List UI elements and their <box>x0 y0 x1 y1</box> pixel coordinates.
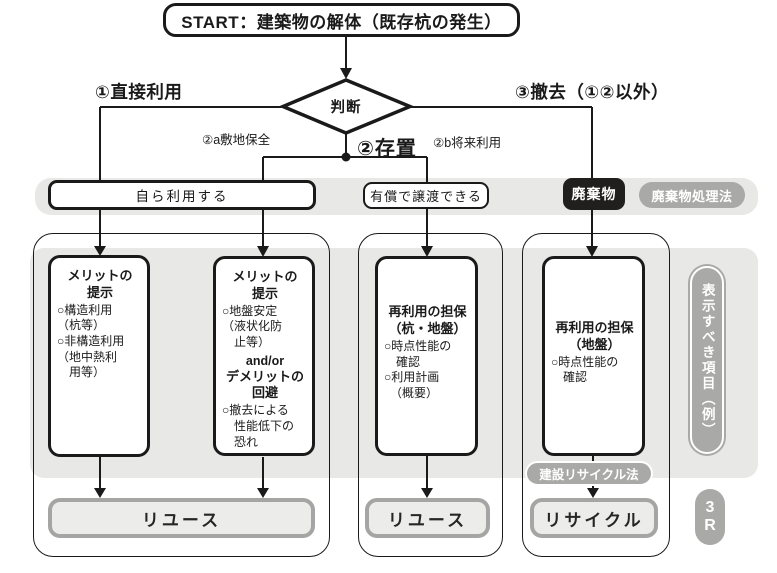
reuse-guarantee-pile-box: 再利用の担保 （杭・地盤） ○時点性能の 確認 ○利用計画 （概要） <box>375 256 478 456</box>
merit-items: ○地盤安定 （液状化防 止等） <box>222 303 283 349</box>
decision-diamond <box>278 78 415 135</box>
arrow-to-reuse-1a <box>94 488 106 498</box>
merit-items: ○構造利用 （杭等） ○非構造利用 （地中熱利 用等） <box>57 302 125 380</box>
branch-removal-label: ③撤去（①②以外） <box>515 82 669 102</box>
group-removal <box>522 233 670 557</box>
result-recycle: リサイクル <box>530 498 658 538</box>
junction-dot <box>341 152 351 162</box>
result-reuse-2: リユース <box>365 498 490 538</box>
merit-demerit-box-ground: メリットの 提示 ○地盤安定 （液状化防 止等） and/or デメリットの 回… <box>213 256 315 456</box>
merit-heading: メリットの 提示 <box>232 269 298 301</box>
demerit-heading: デメリットの 回避 <box>225 368 304 401</box>
arrow-to-reuse-2 <box>421 488 433 498</box>
guarantee-heading: 再利用の担保 （杭・地盤） <box>388 304 467 337</box>
branch-direct-use-label: ①直接利用 <box>95 82 183 102</box>
decision-label: 判断 <box>330 100 362 116</box>
waste-box: 廃棄物 <box>563 178 625 210</box>
group-future-use <box>358 233 503 557</box>
merit-heading: メリットの 提示 <box>67 268 133 300</box>
display-items-pill: 表示すべき項目（例） <box>690 266 724 454</box>
and-or-label: and/or <box>245 353 285 368</box>
waste-disposal-law-pill: 廃棄物処理法 <box>639 182 745 208</box>
arrow-to-recycle <box>587 488 599 498</box>
branch-2b-future-label: ②b将来利用 <box>433 136 502 150</box>
self-use-box: 自ら利用する <box>48 180 316 210</box>
arrow-to-guarantee-ground <box>586 246 598 257</box>
arrow-to-guarantee-pile <box>421 246 433 257</box>
guarantee-items: ○時点性能の 確認 <box>551 354 619 385</box>
arrow-to-decision <box>340 68 352 79</box>
guarantee-heading: 再利用の担保 （地盤） <box>555 320 634 352</box>
arrow-to-merit-1 <box>94 246 106 256</box>
merit-box-structural: メリットの 提示 ○構造利用 （杭等） ○非構造利用 （地中熱利 用等） <box>48 255 150 457</box>
start-node: START：建築物の解体（既存杭の発生） <box>163 3 520 37</box>
group-direct-and-site <box>33 233 330 557</box>
branch-2a-site-label: ②a敷地保全 <box>202 133 271 147</box>
result-reuse-1: リユース <box>48 498 315 538</box>
construction-recycle-law-pill: 建設リサイクル法 <box>525 461 653 486</box>
reuse-guarantee-ground-box: 再利用の担保 （地盤） ○時点性能の 確認 <box>542 256 645 456</box>
demerit-items: ○撤去による 性能低下の 恐れ <box>222 403 295 449</box>
branch-leave-label: ②存置 <box>357 138 417 160</box>
display-items-label: 表示すべき項目（例） <box>699 282 715 438</box>
arrow-to-merit-2 <box>257 246 269 257</box>
paid-transfer-box: 有償で譲渡できる <box>363 182 489 209</box>
three-r-badge: 3 R <box>695 489 725 545</box>
guarantee-items: ○時点性能の 確認 ○利用計画 （概要） <box>384 339 452 400</box>
arrow-to-reuse-1b <box>257 488 269 498</box>
